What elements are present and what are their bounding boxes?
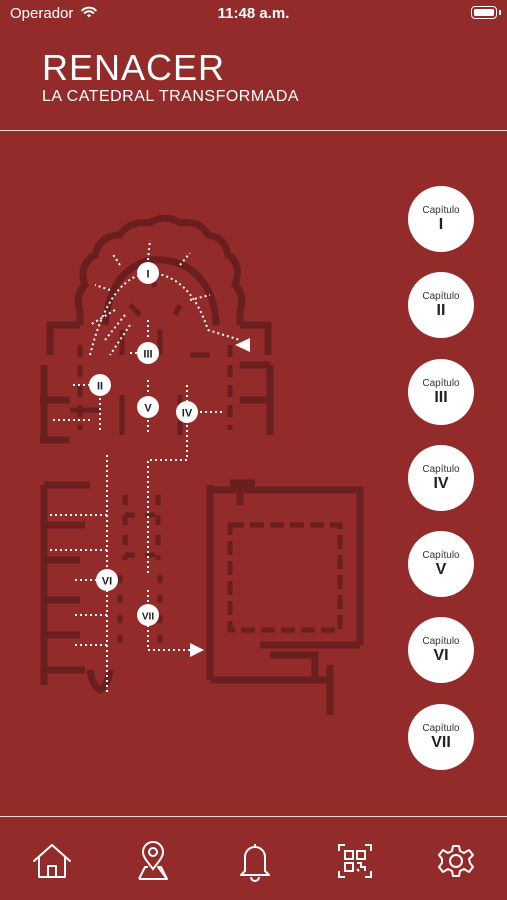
map-marker-label: VII <box>142 612 154 623</box>
map-marker-label: III <box>143 349 152 361</box>
home-icon[interactable] <box>30 839 74 883</box>
chapter-label: Capítulo <box>422 463 460 475</box>
chapter-label: Capítulo <box>422 291 460 303</box>
map-marker-label: II <box>97 381 103 393</box>
chapter-button-v[interactable]: Capítulo V <box>408 531 474 598</box>
chapter-number: III <box>434 388 448 406</box>
map-pin-icon[interactable] <box>131 839 175 883</box>
clock: 11:48 a.m. <box>217 5 290 22</box>
chapter-number: VII <box>431 733 451 751</box>
chapter-button-vii[interactable]: Capítulo VII <box>408 703 474 770</box>
chapter-button-iii[interactable]: Capítulo III <box>408 358 474 425</box>
map-marker-ii[interactable]: II <box>89 374 111 396</box>
floor-plan-walls <box>40 215 364 715</box>
chapter-number: I <box>438 216 444 233</box>
map-marker-i[interactable]: I <box>137 262 159 284</box>
header: RENACER LA CATEDRAL TRANSFORMADA <box>42 48 299 106</box>
chapter-label: Capítulo <box>422 636 460 648</box>
carrier-name: Operador <box>10 5 74 22</box>
tab-bar-divider <box>0 816 507 817</box>
floor-plan-details <box>70 274 343 655</box>
map-marker-iii[interactable]: III <box>137 342 159 364</box>
map-marker-vi[interactable]: VI <box>96 569 118 591</box>
map-marker-vii[interactable]: VII <box>137 604 159 626</box>
status-bar: Operador 11:48 a.m. <box>0 0 507 28</box>
map-marker-v[interactable]: V <box>137 396 159 418</box>
chapter-label: Capítulo <box>422 550 460 562</box>
chapter-number: V <box>435 561 447 579</box>
map-marker-label: IV <box>182 408 193 420</box>
map-marker-label: V <box>144 403 152 415</box>
wifi-icon <box>81 6 97 18</box>
header-divider <box>0 130 507 131</box>
chapter-button-iv[interactable]: Capítulo IV <box>408 444 474 511</box>
chapter-button-vi[interactable]: Capítulo VI <box>408 617 474 684</box>
chapter-number: VI <box>433 647 449 665</box>
tab-bar <box>0 817 507 900</box>
chapter-label: Capítulo <box>422 377 460 389</box>
chapter-label: Capítulo <box>422 722 460 734</box>
qr-code-icon[interactable] <box>333 839 377 883</box>
chapter-number: II <box>436 302 446 320</box>
app-subtitle: LA CATEDRAL TRANSFORMADA <box>42 88 300 105</box>
bell-icon[interactable] <box>233 839 277 883</box>
map-marker-iv[interactable]: IV <box>176 401 198 423</box>
map-marker-label: VI <box>102 576 112 588</box>
exit-arrow-icon <box>190 643 204 657</box>
map-marker-label: I <box>146 269 149 281</box>
chapter-button-ii[interactable]: Capítulo II <box>408 272 474 339</box>
chapter-list: Capítulo I Capítulo II Capítulo III Capí… <box>408 186 474 790</box>
battery-icon <box>471 6 501 19</box>
app-title: RENACER <box>42 47 226 88</box>
chapter-button-i[interactable]: Capítulo I <box>408 186 474 252</box>
gear-icon[interactable] <box>434 839 478 883</box>
chapter-label: Capítulo <box>422 205 460 216</box>
chapter-number: IV <box>433 474 449 492</box>
entry-arrow-icon <box>235 338 250 352</box>
cathedral-floor-plan: I III II V IV VI VII <box>40 215 364 715</box>
